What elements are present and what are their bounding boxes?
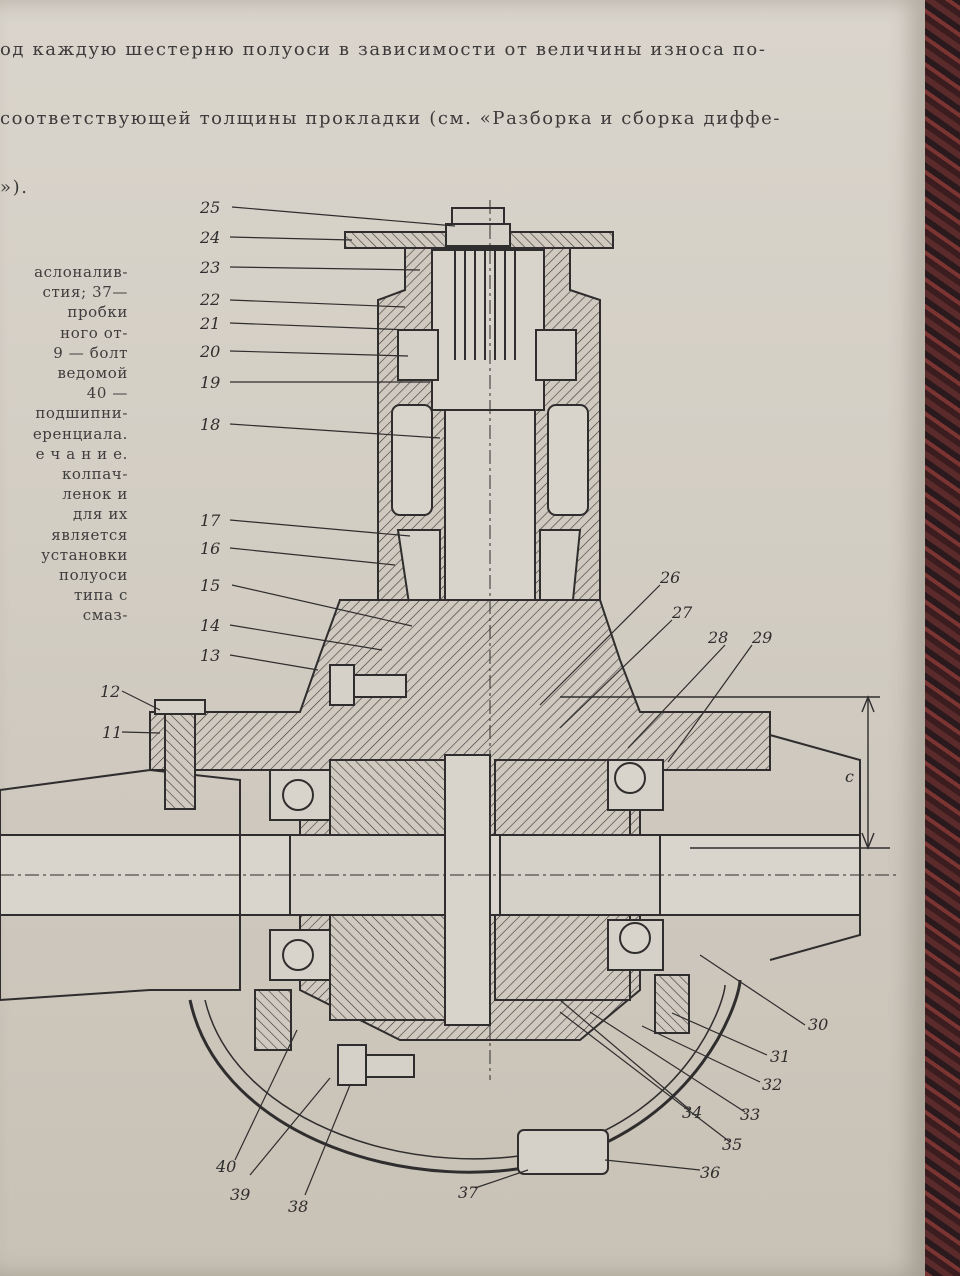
differential-housing bbox=[0, 599, 861, 1175]
part-label: 13 bbox=[200, 646, 220, 665]
caption-line: типа с bbox=[73, 586, 128, 605]
dimension-label: c bbox=[845, 767, 854, 786]
part-label: 22 bbox=[199, 290, 220, 309]
part-label: 14 bbox=[200, 616, 220, 635]
part-label: 25 bbox=[199, 198, 220, 217]
part-label: 26 bbox=[659, 568, 680, 587]
part-label: 12 bbox=[100, 682, 120, 701]
part-label: 34 bbox=[682, 1103, 702, 1122]
part-label: 11 bbox=[102, 723, 122, 742]
part-label: 27 bbox=[671, 603, 693, 622]
caption-line: подшипни- bbox=[35, 404, 128, 423]
top-paragraph: од каждую шестерню полуоси в зависимости… bbox=[0, 0, 880, 245]
leader-lines bbox=[121, 206, 806, 1196]
part-label: 19 bbox=[200, 373, 220, 392]
caption-line: 40 — bbox=[86, 384, 128, 403]
part-label: 32 bbox=[762, 1075, 782, 1094]
book-page: од каждую шестерню полуоси в зависимости… bbox=[0, 0, 925, 1276]
part-label: 28 bbox=[707, 628, 728, 647]
part-label: 33 bbox=[740, 1105, 760, 1124]
part-labels: 25 24 23 22 21 20 19 18 17 16 15 14 13 1… bbox=[100, 198, 854, 1216]
part-label: 29 bbox=[751, 628, 772, 647]
part-label: 23 bbox=[199, 258, 220, 277]
part-label: 24 bbox=[199, 228, 220, 247]
part-label: 37 bbox=[458, 1183, 479, 1202]
part-label: 18 bbox=[200, 415, 220, 434]
top-text-line-3: »). bbox=[0, 177, 29, 198]
caption-line: смаз- bbox=[82, 606, 128, 625]
caption-line: является bbox=[51, 525, 128, 544]
caption-line: пробки bbox=[67, 303, 128, 322]
part-label: 16 bbox=[200, 539, 220, 558]
part-label: 17 bbox=[200, 511, 221, 530]
part-label: 31 bbox=[770, 1047, 790, 1066]
figure-caption: аслоналив- стия; 37— пробки ного от- 9 —… bbox=[0, 262, 128, 626]
top-text-line-1: од каждую шестерню полуоси в зависимости… bbox=[0, 39, 767, 60]
centerlines bbox=[0, 200, 900, 1080]
part-label: 21 bbox=[199, 314, 220, 333]
part-label: 20 bbox=[199, 342, 220, 361]
caption-line: установки bbox=[41, 545, 128, 564]
part-label: 35 bbox=[722, 1135, 742, 1154]
caption-line: аслоналив- bbox=[34, 263, 128, 281]
caption-line: 9 — болт bbox=[53, 343, 128, 362]
part-label: 30 bbox=[808, 1015, 828, 1034]
caption-line: ленок и bbox=[62, 485, 128, 504]
caption-line: ведомой bbox=[57, 364, 128, 383]
caption-line: для их bbox=[72, 505, 128, 524]
differential-drawing: 25 24 23 22 21 20 19 18 17 16 15 14 13 1… bbox=[0, 198, 900, 1216]
caption-line: еренциала. bbox=[32, 424, 128, 443]
caption-line: е ч а н и е. bbox=[35, 444, 128, 463]
caption-line: ного от- bbox=[60, 323, 128, 342]
part-label: 38 bbox=[288, 1197, 308, 1216]
part-label: 40 bbox=[215, 1157, 236, 1176]
top-text-line-2: соответствующей толщины прокладки (см. «… bbox=[0, 108, 782, 129]
part-label: 36 bbox=[700, 1163, 720, 1182]
dimension-c bbox=[560, 695, 890, 850]
part-label: 39 bbox=[230, 1185, 250, 1204]
caption-line: колпач- bbox=[61, 465, 128, 484]
part-label: 15 bbox=[200, 576, 220, 595]
caption-line: полуоси bbox=[58, 566, 128, 585]
caption-line: стия; 37— bbox=[42, 283, 128, 302]
